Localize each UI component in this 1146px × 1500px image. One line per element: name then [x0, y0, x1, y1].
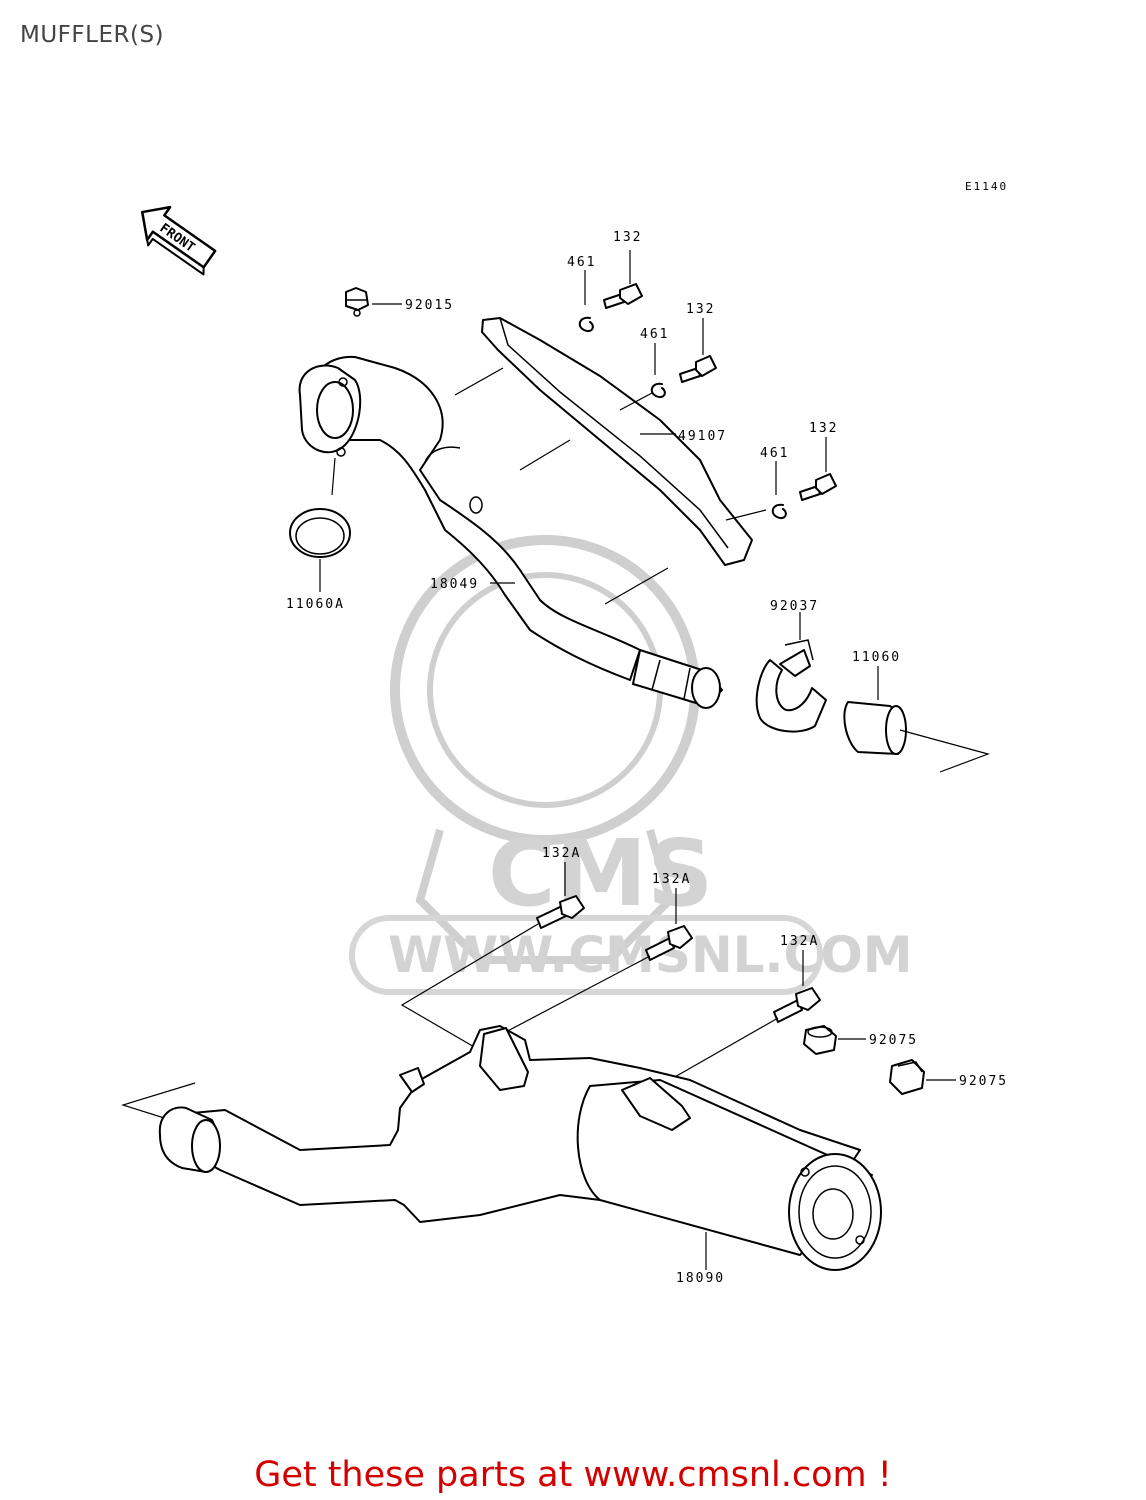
clamp-92037 [755, 612, 827, 733]
sleeve-11060 [843, 666, 990, 773]
exhaust-pipe-18049 [298, 355, 723, 709]
muffler-18090 [120, 1025, 882, 1271]
callout-11060: 11060 [852, 650, 901, 665]
footer-link[interactable]: Get these parts at www.cmsnl.com ! [254, 1455, 892, 1495]
washer-461-c [771, 461, 787, 519]
callout-461-a: 461 [567, 255, 596, 270]
callout-92075-a: 92075 [869, 1033, 918, 1048]
callout-18049: 18049 [430, 577, 479, 592]
callout-461-b: 461 [640, 327, 669, 342]
page-title: MUFFLER(S) [20, 22, 165, 48]
diagram-code: E1140 [965, 180, 1008, 193]
gasket-11060A [289, 457, 351, 592]
damper-92075-b [889, 1059, 956, 1095]
callout-92015: 92015 [405, 298, 454, 313]
bolt-132-a [603, 250, 643, 309]
callout-461-c: 461 [760, 446, 789, 461]
callout-132A-2: 132A [652, 872, 691, 887]
callout-132A-3: 132A [780, 934, 819, 949]
callout-11060A: 11060A [286, 597, 345, 612]
callout-49107: 49107 [678, 429, 727, 444]
damper-92075-a [803, 1025, 866, 1055]
callout-92075-b: 92075 [959, 1074, 1008, 1089]
callout-132-c: 132 [809, 421, 838, 436]
bolt-132-b [679, 318, 717, 383]
callout-132-a: 132 [613, 230, 642, 245]
front-arrow: FRONT [140, 205, 217, 276]
callout-18090: 18090 [676, 1271, 725, 1286]
nut-92015 [345, 287, 402, 317]
bolt-132A-1 [536, 862, 585, 929]
washer-461-a [578, 270, 594, 332]
bolt-132-c [799, 437, 837, 501]
callout-92037: 92037 [770, 599, 819, 614]
callout-132-b: 132 [686, 302, 715, 317]
callout-132A-1: 132A [542, 846, 581, 861]
heat-guard-49107 [454, 317, 767, 605]
washer-461-b [650, 343, 666, 398]
watermark: CMS WWW.CMSNL.COM [349, 535, 913, 995]
